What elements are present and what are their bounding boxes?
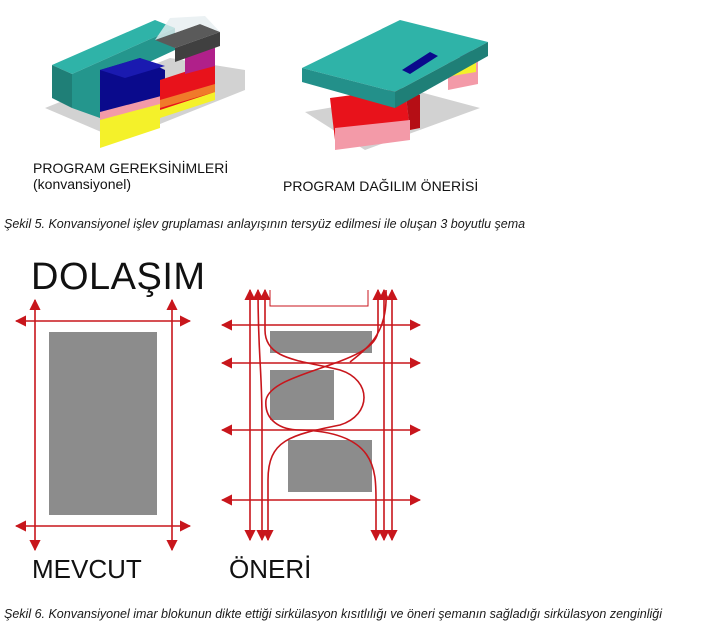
fig6-label-oneri: ÖNERİ — [229, 554, 312, 584]
yellow-block — [100, 100, 160, 148]
yellow-strip-right — [160, 92, 215, 118]
program-distribution-model — [302, 20, 488, 150]
fig6-caption: Şekil 6. Konvansiyonel imar blokunun dik… — [4, 607, 662, 621]
glass-volume — [155, 16, 220, 40]
teal-slab-front — [302, 68, 395, 108]
mevcut-diagram — [14, 298, 192, 552]
fig5-label-left-line2: (konvansiyonel) — [33, 176, 132, 192]
teal-slab-side — [395, 42, 488, 108]
oneri-vertical-arrows — [244, 288, 398, 542]
oneri-diagram — [220, 288, 422, 542]
pink-base-front — [335, 120, 410, 150]
program-requirements-model — [45, 16, 245, 148]
gray-block-top — [155, 24, 220, 48]
mevcut-block — [49, 332, 157, 515]
teal-slab-top — [302, 20, 488, 92]
gray-block-front — [175, 32, 220, 62]
oneri-block-middle — [270, 370, 334, 420]
fig5-label-left-line1: PROGRAM GEREKSİNİMLERİ — [33, 160, 229, 176]
orange-strip — [160, 84, 215, 108]
oneri-block-bottom — [288, 440, 372, 492]
teal-bar-side — [52, 65, 72, 108]
navy-block-top — [100, 58, 165, 78]
slab-void-navy — [402, 52, 438, 74]
teal-bar-top — [52, 20, 175, 74]
fig6-label-mevcut: MEVCUT — [32, 554, 142, 584]
fig5-caption: Şekil 5. Konvansiyonel işlev gruplaması … — [4, 217, 526, 231]
fig6-title: DOLAŞIM — [31, 256, 206, 298]
oneri-block-top — [270, 331, 372, 353]
fig5-label-right: PROGRAM DAĞILIM ÖNERİSİ — [283, 178, 479, 194]
